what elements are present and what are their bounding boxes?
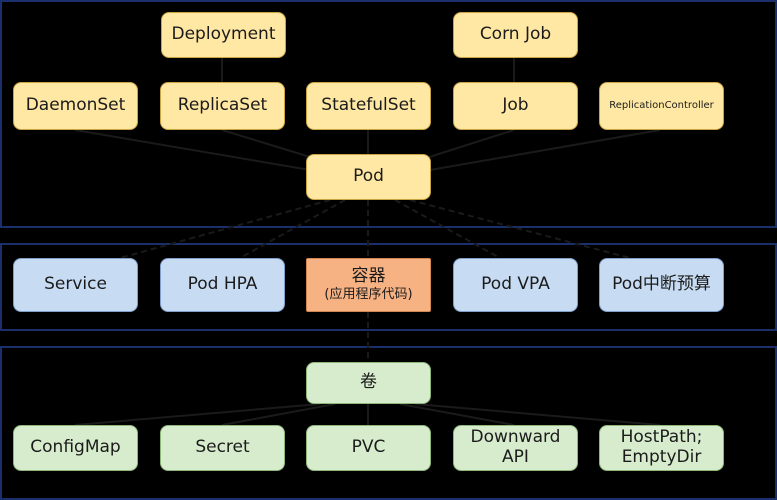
- podhpa-node: Pod HPA: [160, 258, 285, 312]
- container-sublabel: (应用程序代码): [324, 287, 413, 303]
- pod-label: Pod: [353, 166, 384, 187]
- job-label: Job: [502, 95, 529, 116]
- pvc-node: PVC: [306, 425, 431, 471]
- daemonset-label: DaemonSet: [25, 95, 126, 116]
- service-label: Service: [44, 274, 107, 295]
- replicationcontroller-node: ReplicationController: [599, 82, 724, 130]
- hostpath-node: HostPath; EmptyDir: [599, 425, 724, 471]
- replicaset-label: ReplicaSet: [177, 95, 268, 116]
- job-node: Job: [453, 82, 578, 130]
- cornjob-label: Corn Job: [479, 24, 552, 45]
- statefulset-label: StatefulSet: [321, 95, 416, 116]
- replicationcontroller-label: ReplicationController: [609, 100, 714, 112]
- downward-api-node: Downward API: [453, 425, 578, 471]
- edge-volume-configmap: [74, 403, 321, 426]
- downward-label-line1: Downward: [470, 427, 561, 448]
- storage-panel: [0, 346, 777, 500]
- edge-pod-podvpa: [394, 199, 501, 259]
- edge-volume-secret: [221, 403, 336, 426]
- configmap-node: ConfigMap: [13, 425, 138, 471]
- daemonset-node: DaemonSet: [13, 82, 138, 130]
- pod-node: Pod: [306, 154, 431, 200]
- edge-daemonset-pod: [74, 129, 311, 171]
- pvc-label: PVC: [351, 437, 386, 458]
- volume-node: 卷: [306, 362, 431, 404]
- podvpa-node: Pod VPA: [453, 258, 578, 312]
- deployment-label: Deployment: [171, 24, 276, 45]
- pdb-node: Pod中断预算: [599, 258, 724, 312]
- volume-label: 卷: [360, 372, 377, 393]
- edge-job-pod: [419, 129, 515, 161]
- podvpa-label: Pod VPA: [481, 274, 550, 295]
- secret-node: Secret: [160, 425, 285, 471]
- workload-panel: [0, 0, 777, 228]
- downward-label-line2: API: [502, 447, 529, 467]
- hostpath-label-line2: EmptyDir: [621, 447, 702, 467]
- container-node: 容器 (应用程序代码): [306, 258, 431, 312]
- edge-replicaset-pod: [221, 129, 321, 161]
- replicaset-node: ReplicaSet: [160, 82, 285, 130]
- edge-pod-podhpa: [239, 199, 346, 259]
- deployment-node: Deployment: [161, 12, 286, 58]
- edge-pod-pdb: [409, 199, 631, 259]
- service-panel: [0, 243, 777, 331]
- container-label: 容器: [351, 265, 386, 286]
- service-node: Service: [13, 258, 138, 312]
- podhpa-label: Pod HPA: [187, 274, 258, 295]
- pdb-label: Pod中断预算: [612, 274, 711, 295]
- edge-volume-downward: [399, 403, 515, 426]
- secret-label: Secret: [195, 437, 250, 458]
- edge-volume-hostpath: [414, 403, 661, 426]
- configmap-label: ConfigMap: [30, 437, 121, 458]
- edge-rc-pod: [429, 129, 661, 171]
- cornjob-node: Corn Job: [453, 12, 578, 58]
- statefulset-node: StatefulSet: [306, 82, 431, 130]
- hostpath-label-line1: HostPath;: [620, 427, 703, 448]
- edge-pod-service: [119, 199, 331, 259]
